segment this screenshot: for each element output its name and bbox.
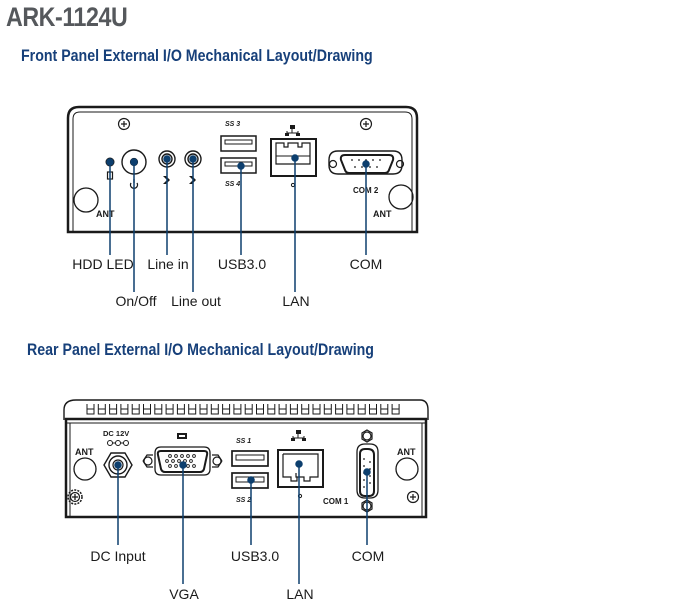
heatsink-fin xyxy=(131,404,140,415)
heatsink-fins xyxy=(86,404,400,415)
leader-dot xyxy=(362,160,370,168)
product-title: ARK-1124U xyxy=(6,2,128,32)
heatsink-fin xyxy=(86,404,95,415)
antenna-hole-right xyxy=(395,457,419,481)
screw-icon xyxy=(406,490,420,504)
callout-usb3: USB3.0 xyxy=(230,548,280,564)
callout-lan: LAN xyxy=(286,586,314,602)
lan-status-led xyxy=(290,182,296,188)
heatsink-fin xyxy=(278,404,287,415)
lan-port[interactable] xyxy=(277,449,324,488)
heatsink-fin xyxy=(256,404,264,415)
screw-icon xyxy=(67,489,83,505)
leader-dot xyxy=(237,162,245,170)
heatsink-fin xyxy=(357,404,366,415)
ant-label-left: ANT xyxy=(96,209,115,219)
rear-panel-outline xyxy=(64,417,428,519)
heatsink-fin xyxy=(210,404,219,415)
dc-polarity-icon xyxy=(107,440,129,446)
dc-input-jack[interactable] xyxy=(103,452,133,478)
heatsink-fin xyxy=(289,404,298,415)
callout-com: COM xyxy=(349,256,383,272)
leader-dot xyxy=(130,158,138,166)
heatsink-fin xyxy=(154,404,163,415)
usb-port-3[interactable] xyxy=(220,135,257,152)
callout-usb3: USB3.0 xyxy=(217,256,267,272)
callout-com: COM xyxy=(351,548,385,564)
heatsink-fin xyxy=(301,404,310,415)
rear-panel: ANT DC 12V xyxy=(63,399,429,584)
heatsink-fin xyxy=(323,404,332,415)
usb-port-1[interactable] xyxy=(231,450,269,467)
com1-port[interactable] xyxy=(356,429,379,513)
antenna-hole-left xyxy=(73,457,97,481)
leader-dot xyxy=(179,461,187,469)
vga-port[interactable] xyxy=(142,446,223,476)
heatsink-fin xyxy=(267,404,276,415)
usb3-logo-icon: SS 1 xyxy=(236,438,251,445)
monitor-icon xyxy=(177,433,187,439)
ant-label-right: ANT xyxy=(397,447,416,457)
network-icon xyxy=(291,430,306,441)
lan-port[interactable] xyxy=(270,138,317,177)
leader-dot xyxy=(291,154,299,162)
ant-label-left: ANT xyxy=(75,447,94,457)
heatsink-fin xyxy=(244,404,253,415)
heatsink-fin xyxy=(391,404,400,415)
screw-icon xyxy=(359,117,373,131)
antenna-hole-left xyxy=(73,187,99,213)
antenna-hole-right xyxy=(388,184,414,210)
callout-hdd-led: HDD LED xyxy=(72,256,134,272)
leader-dot xyxy=(363,468,371,476)
usb-port-2[interactable] xyxy=(231,472,269,489)
heatsink-fin xyxy=(335,404,344,415)
callout-lan: LAN xyxy=(282,293,310,309)
rear-panel-section-title: Rear Panel External I/O Mechanical Layou… xyxy=(27,341,374,359)
heatsink-fin xyxy=(176,404,185,415)
heatsink-fin xyxy=(199,404,208,415)
leader-dot xyxy=(189,155,197,163)
com1-label: COM 1 xyxy=(323,497,349,506)
callout-dc-input: DC Input xyxy=(90,548,146,564)
network-icon xyxy=(285,125,300,136)
leader-dot xyxy=(295,460,303,468)
heatsink-fin xyxy=(165,404,174,415)
heatsink-fin xyxy=(380,404,389,415)
callout-vga: VGA xyxy=(169,586,199,602)
usb3-logo-icon: SS 4 xyxy=(225,181,240,188)
heatsink-fin xyxy=(369,404,377,415)
heatsink-fin xyxy=(222,404,231,415)
leader-dot xyxy=(114,461,122,469)
front-panel-inner-edge xyxy=(72,111,413,232)
front-panel: ANT ANT SS 3 SS 4 xyxy=(66,105,419,292)
heatsink-fin xyxy=(233,404,242,415)
ant-label-right: ANT xyxy=(373,209,392,219)
heatsink-fin xyxy=(312,404,321,415)
heatsink-fin xyxy=(346,404,355,415)
front-panel-outline xyxy=(66,105,419,234)
heatsink-fin xyxy=(97,404,106,415)
com2-port[interactable] xyxy=(328,150,405,175)
callout-line-out: Line out xyxy=(171,293,221,309)
heatsink-fin xyxy=(143,404,151,415)
screw-icon xyxy=(117,117,131,131)
leader-dot xyxy=(106,158,114,166)
leader-dot xyxy=(247,476,255,484)
callout-line-in: Line in xyxy=(147,256,189,272)
callout-on-off: On/Off xyxy=(115,293,157,309)
leader-dot xyxy=(163,155,171,163)
front-panel-section-title: Front Panel External I/O Mechanical Layo… xyxy=(21,47,373,65)
usb3-logo-icon: SS 2 xyxy=(236,497,251,504)
heatsink-fin xyxy=(188,404,197,415)
heatsink-fin xyxy=(120,404,129,415)
usb-port-4[interactable] xyxy=(220,157,257,174)
usb3-logo-icon: SS 3 xyxy=(225,121,240,128)
rear-heatsink-top xyxy=(63,399,429,420)
heatsink-fin xyxy=(109,404,118,415)
dc-12v-label: DC 12V xyxy=(103,429,129,438)
